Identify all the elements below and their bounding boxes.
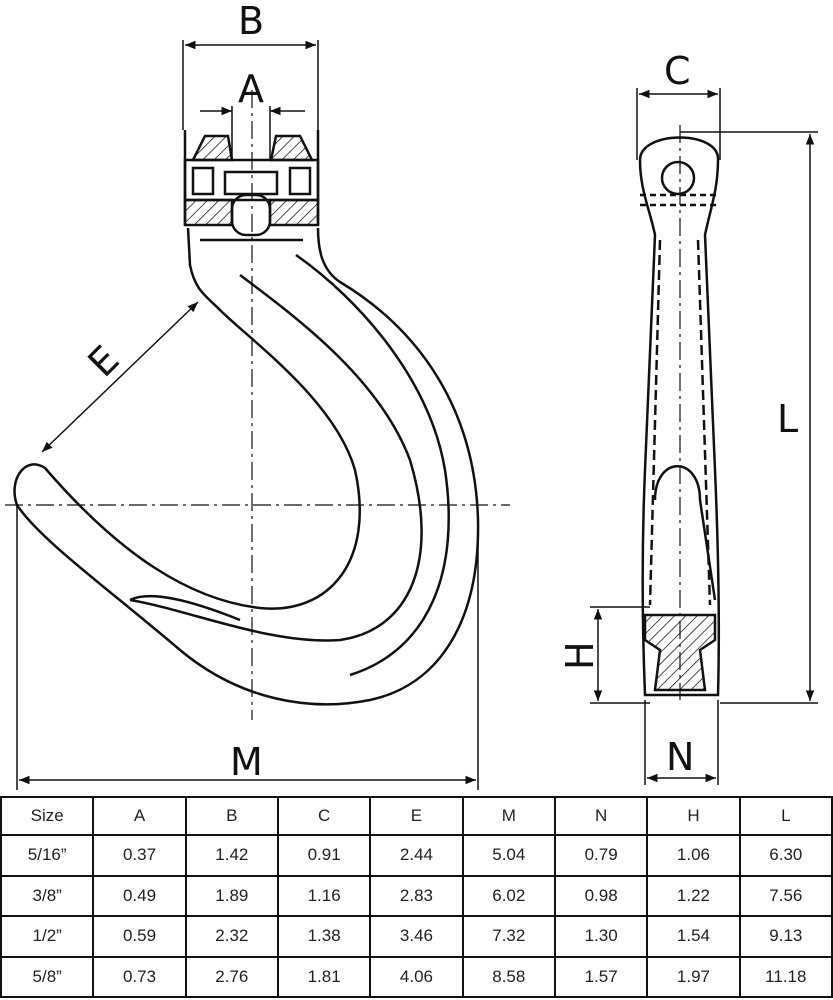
table-header-m: M	[461, 796, 556, 836]
table-cell: 0.49	[92, 874, 187, 917]
table-cell: 2.32	[184, 915, 279, 958]
table-row: 1/2” 0.59 2.32 1.38 3.46 7.32 1.30 1.54 …	[0, 915, 833, 958]
table-header-c: C	[276, 796, 372, 836]
table-cell: 1.38	[276, 915, 372, 958]
table-cell: 4.06	[369, 955, 464, 998]
dimension-h	[590, 606, 650, 704]
hook-technical-drawing: B A E M C L	[5, 0, 818, 790]
table-cell: 2.44	[369, 834, 464, 877]
table-cell: 5/8”	[0, 955, 95, 998]
label-m: M	[230, 740, 263, 784]
table-cell: 1.30	[553, 915, 649, 958]
table-cell: 1.22	[646, 874, 741, 917]
dimension-a	[200, 106, 305, 160]
table-cell: 1.89	[184, 874, 279, 917]
table-cell: 7.32	[461, 915, 556, 958]
table-cell: 0.79	[553, 834, 649, 877]
table-row: 3/8” 0.49 1.89 1.16 2.83 6.02 0.98 1.22 …	[0, 874, 833, 917]
table-cell: 0.37	[92, 834, 187, 877]
table-cell: 3.46	[369, 915, 464, 958]
hook-side-view	[638, 136, 721, 697]
table-header-h: H	[646, 796, 741, 836]
table-cell: 0.91	[276, 834, 372, 877]
table-header-size: Size	[0, 796, 95, 836]
table-cell: 9.13	[738, 915, 833, 958]
table-cell: 1.81	[276, 955, 372, 998]
table-cell: 2.83	[369, 874, 464, 917]
table-header-n: N	[553, 796, 649, 836]
table-cell: 5/16”	[0, 834, 95, 877]
table-cell: 0.73	[92, 955, 187, 998]
table-header-b: B	[184, 796, 279, 836]
table-header-l: L	[738, 796, 833, 836]
table-cell: 1.57	[553, 955, 649, 998]
table-header-e: E	[369, 796, 464, 836]
table-cell: 7.56	[738, 874, 833, 917]
table-cell: 1.42	[184, 834, 279, 877]
table-cell: 5.04	[461, 834, 556, 877]
table-cell: 2.76	[184, 955, 279, 998]
table-cell: 1.06	[646, 834, 741, 877]
table-cell: 1/2”	[0, 915, 95, 958]
label-e: E	[79, 337, 127, 385]
table-cell: 1.97	[646, 955, 741, 998]
label-h: H	[558, 641, 602, 670]
table-cell: 6.02	[461, 874, 556, 917]
dimension-e	[41, 301, 199, 453]
table-cell: 11.18	[738, 955, 833, 998]
dimension-n	[644, 700, 719, 785]
label-b: B	[238, 0, 264, 43]
label-a: A	[238, 67, 264, 111]
dimension-c	[636, 88, 721, 160]
table-cell: 1.16	[276, 874, 372, 917]
table-cell: 0.98	[553, 874, 649, 917]
table-header-a: A	[92, 796, 187, 836]
dimension-m	[16, 505, 479, 790]
dimensions-table: Size A B C E M N H L 5/16” 0.37 1.42 0.9…	[0, 796, 833, 998]
table-cell: 3/8”	[0, 874, 95, 917]
table-cell: 0.59	[92, 915, 187, 958]
table-row: 5/8” 0.73 2.76 1.81 4.06 8.58 1.57 1.97 …	[0, 955, 833, 998]
table-cell: 6.30	[738, 834, 833, 877]
hook-front-view	[13, 130, 480, 706]
label-c: C	[664, 49, 691, 93]
table-cell: 1.54	[646, 915, 741, 958]
table-row: 5/16” 0.37 1.42 0.91 2.44 5.04 0.79 1.06…	[0, 834, 833, 877]
dimension-b	[182, 40, 319, 130]
dimension-l	[680, 131, 818, 704]
table-header-row: Size A B C E M N H L	[0, 796, 833, 836]
hook-centerlines	[5, 90, 510, 720]
label-l: L	[777, 397, 798, 441]
table-cell: 8.58	[461, 955, 556, 998]
label-n: N	[666, 735, 694, 779]
